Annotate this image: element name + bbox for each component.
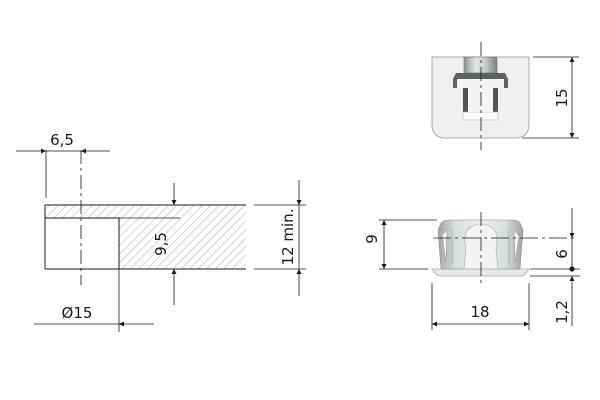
section-view: 6,5 9,5 12 min. Ø15 (16, 131, 306, 332)
dim-bore-depth: 9,5 (152, 183, 177, 305)
dim-flange-width: 18 (431, 283, 530, 330)
dim-offset-label: 6,5 (50, 131, 74, 149)
dim-body-height-label: 9 (363, 234, 381, 244)
dim-panel-thickness: 12 min. (254, 180, 306, 296)
dim-flange-width-label: 18 (470, 303, 489, 321)
top-view: 15 (431, 42, 579, 150)
panel-section (44, 204, 246, 270)
dim-bore-diameter: Ø15 (34, 269, 154, 332)
dim-body-height: 9 (363, 219, 437, 270)
dim-bore-diameter-label: Ø15 (62, 304, 93, 322)
dim-center-height: 6 (530, 208, 580, 277)
dim-height: 15 (522, 56, 579, 139)
dim-flange-thickness: 1,2 (553, 276, 575, 326)
dimension-dot (569, 266, 575, 272)
dim-height-label: 15 (553, 88, 571, 107)
dim-center-height-label: 6 (553, 249, 571, 259)
dim-panel-thickness-label: 12 min. (279, 209, 297, 266)
flange (431, 268, 530, 277)
dim-flange-thickness-label: 1,2 (553, 300, 571, 324)
dim-bore-depth-label: 9,5 (152, 232, 170, 256)
dim-offset: 6,5 (16, 131, 110, 198)
side-view: 9 6 1,2 18 (363, 208, 580, 330)
